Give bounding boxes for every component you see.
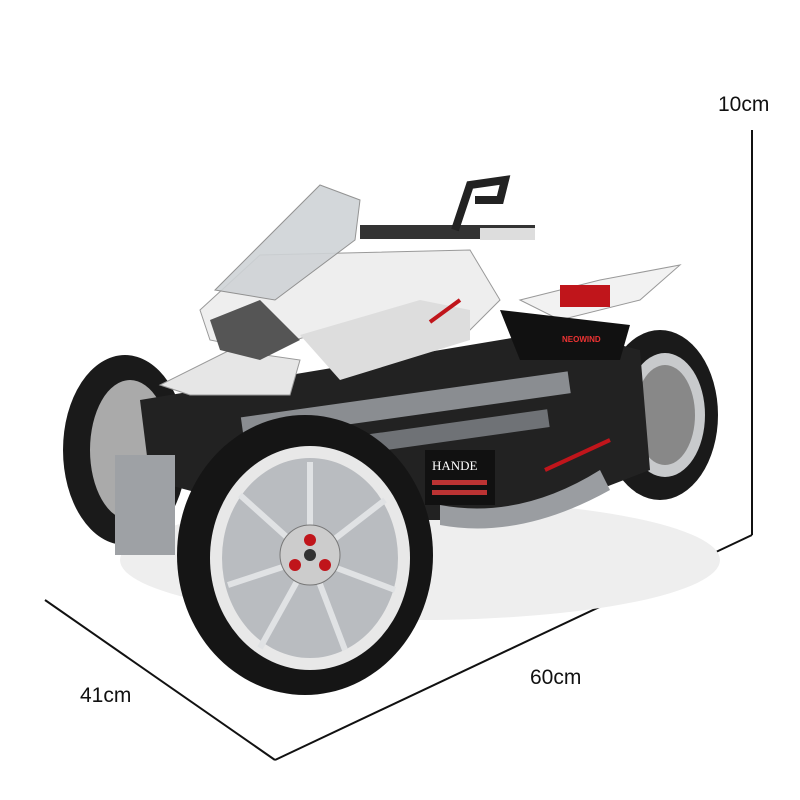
neowind-decal: NEOWIND: [562, 335, 601, 344]
hande-label: HANDE: [432, 458, 478, 473]
body-fairing: NEOWIND: [158, 175, 682, 396]
length-dimension-label: 60cm: [530, 666, 582, 689]
height-dimension-label: 10cm: [718, 93, 770, 116]
width-dimension-label: 41cm: [80, 684, 132, 707]
front-wheel: [177, 415, 433, 695]
